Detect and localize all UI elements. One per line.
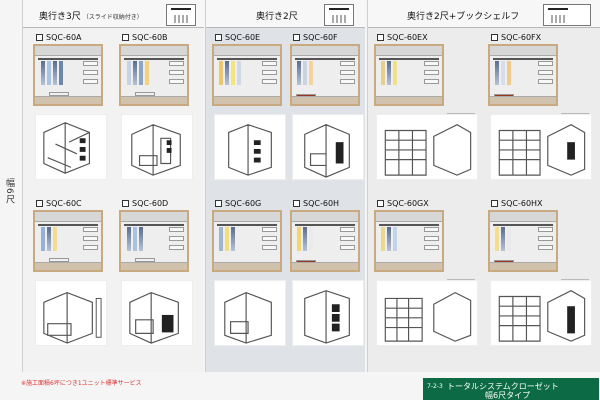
checkbox-icon[interactable]	[491, 33, 498, 41]
section-title: 奥行き2尺	[256, 12, 298, 22]
item-caption: SQC-60HX	[491, 197, 543, 209]
closet-photo	[488, 44, 558, 106]
checkbox-icon[interactable]	[377, 33, 384, 41]
closet-line-drawing	[121, 280, 193, 346]
checkbox-icon[interactable]	[293, 199, 300, 207]
item-caption: SQC-60FX	[491, 31, 541, 43]
item-code: SQC-60C	[46, 198, 82, 208]
item-caption: SQC-60D	[122, 197, 168, 209]
plan-icon	[324, 4, 354, 26]
footer-note: ※施工面積6坪につき1ユニット標準サービス	[21, 380, 142, 387]
closet-photo	[374, 210, 444, 272]
item-code: SQC-60EX	[387, 32, 428, 42]
closet-line-drawing	[35, 114, 107, 180]
closet-item[interactable]: SQC-60FX	[488, 31, 598, 197]
width-label: 幅6尺	[4, 178, 14, 205]
closet-line-drawing	[490, 114, 592, 180]
section-title-text: 奥行き3尺	[39, 12, 81, 22]
section-depth-3: 奥行き3尺（スライド収納付き） SQC-60A SQC-60B SQC-60C …	[22, 0, 204, 372]
closet-line-drawing	[121, 114, 193, 180]
section-title: 奥行き3尺（スライド収納付き）	[39, 9, 143, 22]
closet-photo	[374, 44, 444, 106]
item-code: SQC-60G	[225, 198, 262, 208]
footer-title-bar: 7-2-3 トータルシステムクローゼット 幅6尺タイプ	[423, 378, 599, 400]
footer-title: トータルシステムクローゼット	[447, 382, 559, 391]
closet-photo	[290, 210, 360, 272]
closet-photo	[290, 44, 360, 106]
closet-item[interactable]: SQC-60G	[212, 197, 292, 363]
item-caption: SQC-60EX	[377, 31, 428, 43]
closet-line-drawing	[292, 280, 364, 346]
plan-icon	[166, 4, 196, 26]
closet-item[interactable]: SQC-60F	[290, 31, 370, 197]
closet-photo	[33, 44, 103, 106]
checkbox-icon[interactable]	[377, 199, 384, 207]
closet-item[interactable]: SQC-60A	[33, 31, 113, 197]
item-caption: SQC-60F	[293, 31, 338, 43]
closet-line-drawing	[214, 114, 286, 180]
closet-item[interactable]: SQC-60GX	[374, 197, 484, 363]
item-code: SQC-60D	[132, 198, 169, 208]
item-code: SQC-60B	[132, 32, 168, 42]
section-depth-2-bookshelf: 奥行き2尺+ブックシェルフ SQC-60EX SQC-60FX SQC-60GX…	[367, 0, 600, 372]
closet-line-drawing	[490, 280, 592, 346]
item-code: SQC-60F	[303, 32, 338, 42]
section-header: 奥行き2尺+ブックシェルフ	[368, 0, 600, 28]
item-caption: SQC-60G	[215, 197, 261, 209]
closet-line-drawing	[292, 114, 364, 180]
footer-code: 7-2-3	[427, 383, 443, 390]
checkbox-icon[interactable]	[293, 33, 300, 41]
closet-line-drawing	[376, 280, 478, 346]
closet-line-drawing	[214, 280, 286, 346]
section-depth-2: 奥行き2尺 SQC-60E SQC-60F SQC-60G SQC-60H	[205, 0, 365, 372]
section-title: 奥行き2尺+ブックシェルフ	[407, 12, 520, 22]
item-caption: SQC-60A	[36, 31, 82, 43]
item-caption: SQC-60B	[122, 31, 168, 43]
item-code: SQC-60GX	[387, 198, 429, 208]
closet-line-drawing	[35, 280, 107, 346]
item-code: SQC-60H	[303, 198, 340, 208]
section-subtitle: （スライド収納付き）	[82, 14, 143, 21]
closet-item[interactable]: SQC-60B	[119, 31, 199, 197]
item-code: SQC-60A	[46, 32, 82, 42]
closet-item[interactable]: SQC-60D	[119, 197, 199, 363]
checkbox-icon[interactable]	[215, 199, 222, 207]
closet-photo	[212, 44, 282, 106]
item-caption: SQC-60E	[215, 31, 260, 43]
item-caption: SQC-60C	[36, 197, 82, 209]
footer-subtitle: 幅6尺タイプ	[485, 391, 531, 400]
section-header: 奥行き2尺	[206, 0, 365, 28]
left-side-label-area: 幅6尺	[0, 28, 22, 368]
plan-icon	[543, 4, 591, 26]
item-code: SQC-60FX	[501, 32, 542, 42]
closet-line-drawing	[376, 114, 478, 180]
item-code: SQC-60HX	[501, 198, 543, 208]
checkbox-icon[interactable]	[491, 199, 498, 207]
closet-photo	[119, 210, 189, 272]
closet-photo	[488, 210, 558, 272]
item-code: SQC-60E	[225, 32, 261, 42]
closet-item[interactable]: SQC-60HX	[488, 197, 598, 363]
item-caption: SQC-60H	[293, 197, 339, 209]
closet-item[interactable]: SQC-60E	[212, 31, 292, 197]
closet-photo	[212, 210, 282, 272]
closet-item[interactable]: SQC-60C	[33, 197, 113, 363]
checkbox-icon[interactable]	[36, 199, 43, 207]
checkbox-icon[interactable]	[215, 33, 222, 41]
closet-item[interactable]: SQC-60H	[290, 197, 370, 363]
checkbox-icon[interactable]	[122, 33, 129, 41]
closet-photo	[33, 210, 103, 272]
checkbox-icon[interactable]	[122, 199, 129, 207]
closet-item[interactable]: SQC-60EX	[374, 31, 484, 197]
checkbox-icon[interactable]	[36, 33, 43, 41]
section-header: 奥行き3尺（スライド収納付き）	[23, 0, 204, 28]
closet-photo	[119, 44, 189, 106]
item-caption: SQC-60GX	[377, 197, 429, 209]
